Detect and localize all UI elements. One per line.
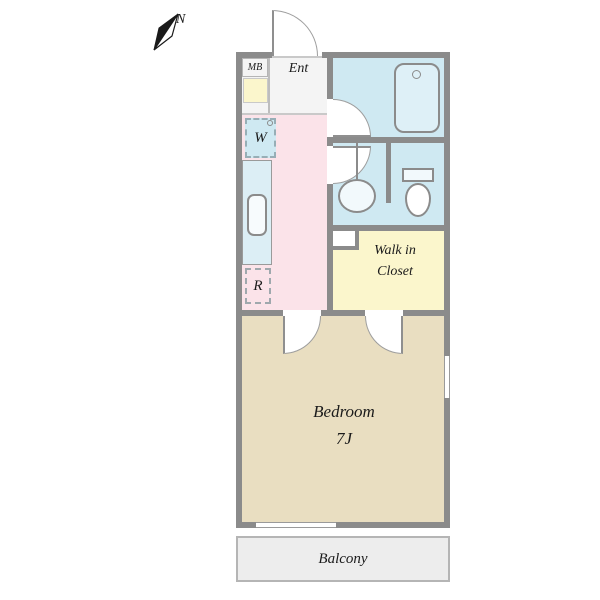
wall-left <box>236 52 242 528</box>
fridge-label: R <box>253 277 263 294</box>
bedroom-label-line1: Bedroom <box>313 402 375 421</box>
room-balcony: Balcony <box>236 536 450 582</box>
wall-closet-top <box>327 225 450 231</box>
toilet-bowl-icon <box>405 183 431 217</box>
mb-label: MB <box>247 62 263 73</box>
wall-bedroom-top-b <box>321 310 365 316</box>
washer-label: W <box>254 129 267 146</box>
wall-bottom <box>236 522 450 528</box>
bedroom-window <box>444 356 450 398</box>
entrance-label: Ent <box>288 61 309 76</box>
balcony-label: Balcony <box>318 550 368 567</box>
entrance-door-arc <box>272 10 318 56</box>
meter-box: MB <box>242 58 268 77</box>
wall-top-right <box>322 52 450 58</box>
balcony-sliding-door <box>256 522 336 528</box>
washer-drain-icon <box>267 120 273 126</box>
pipe-space <box>333 231 359 250</box>
mb-divider-line <box>268 58 270 113</box>
toilet-tank-icon <box>402 168 434 182</box>
closet-label-line1: Walk in <box>374 243 416 258</box>
wall-bedroom-top-c <box>403 310 450 316</box>
bedroom-label: Bedroom 7J <box>283 398 405 452</box>
wall-toilet-divider <box>386 143 391 203</box>
wall-center-vertical-c <box>327 184 333 316</box>
fridge-space: R <box>245 268 271 304</box>
room-bedroom <box>242 316 444 522</box>
wall-top-left <box>236 52 272 58</box>
washbasin-icon <box>338 179 376 213</box>
bathtub-drain-icon <box>412 70 421 79</box>
washbasin-faucet-icon <box>356 143 358 183</box>
entrance-step-line <box>242 113 327 115</box>
mb-yellow-box <box>243 78 268 103</box>
entrance-threshold-line <box>272 56 322 58</box>
closet-label-line2: Closet <box>377 264 413 279</box>
bedroom-label-line2: 7J <box>335 429 353 448</box>
north-label: N <box>176 12 186 27</box>
wall-center-vertical-a <box>327 52 333 99</box>
north-arrow-icon <box>153 13 179 51</box>
closet-label: Walk in Closet <box>347 240 443 282</box>
wall-right <box>444 52 450 528</box>
wall-bathroom-bottom <box>327 137 450 143</box>
wall-bedroom-top-a <box>236 310 283 316</box>
kitchen-sink-icon <box>247 194 267 236</box>
